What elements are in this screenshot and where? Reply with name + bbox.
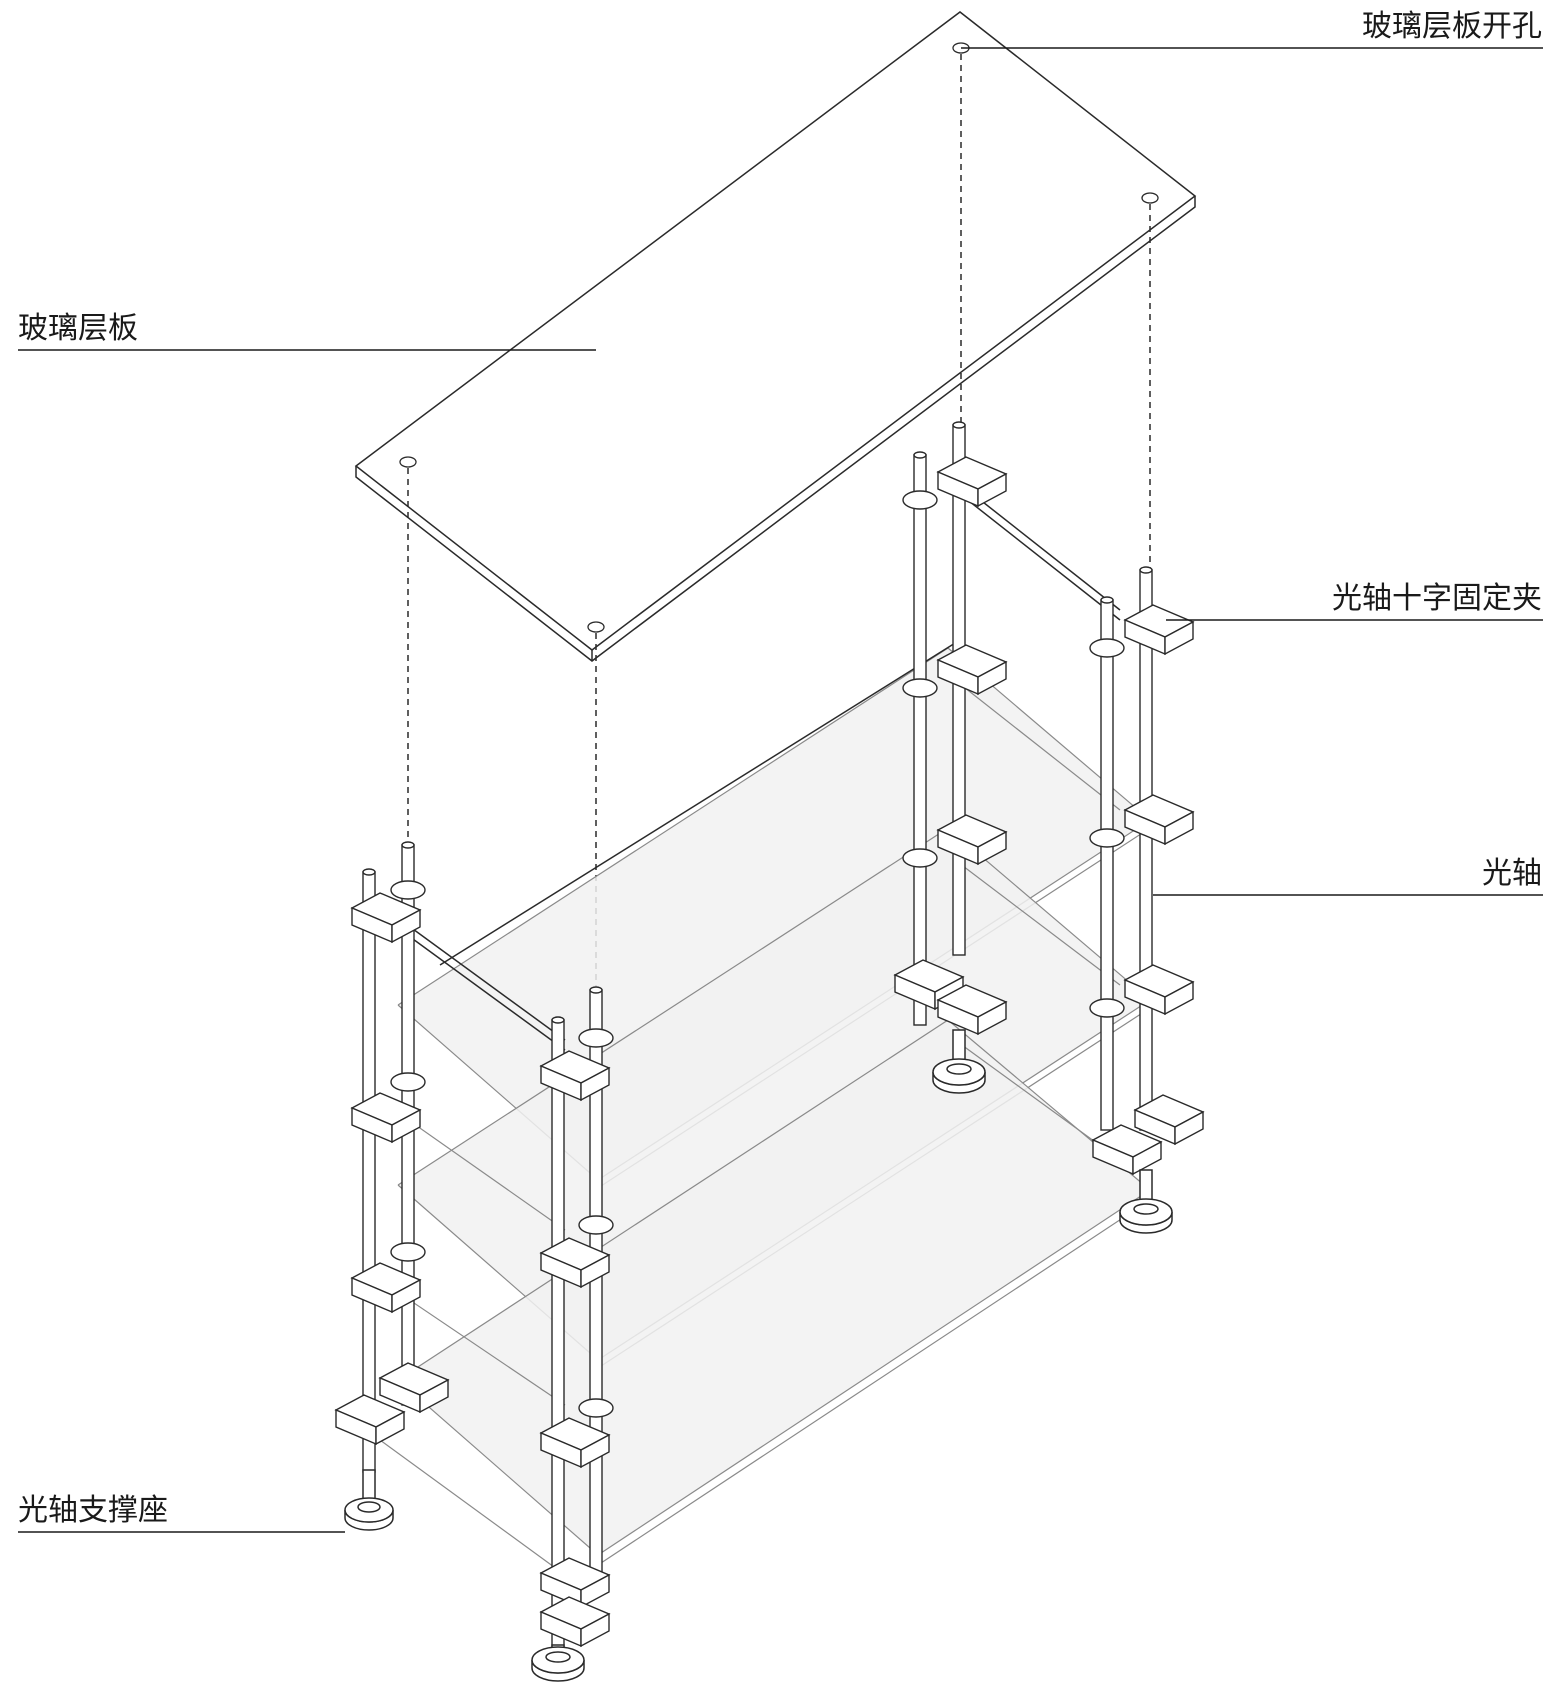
cross-clamp [334,1394,406,1446]
cross-clamp [936,814,1008,866]
shaft-collar [390,880,426,900]
callout-label-glass-holes: 玻璃层板开孔 [1362,9,1542,44]
glass-hole [587,621,605,633]
cross-clamp [539,1050,611,1102]
shaft [551,1019,565,1651]
glass-top-panel [354,11,1197,662]
support-base [531,1644,585,1682]
callout-optical-shaft: 光轴 [1153,856,1543,896]
shaft-collar [1089,828,1125,848]
glass-shelves [397,647,1152,1567]
callout-glass-shelf: 玻璃层板 [18,311,596,351]
cross-clamp [539,1417,611,1469]
cross-clamp [539,1596,611,1648]
cross-clamp [1123,604,1195,656]
shaft-collar [578,1215,614,1235]
shaft-collar [902,490,938,510]
shaft [913,454,927,1026]
shaft-collar [1089,998,1125,1018]
cross-clamp [350,1262,422,1314]
shaft-collar [902,678,938,698]
support-base [932,1029,986,1094]
shaft-collar [578,1398,614,1418]
support-base [344,1469,394,1531]
callout-label-support-base: 光轴支撑座 [18,1493,168,1528]
shaft [1100,599,1114,1131]
shaft [1139,569,1153,1131]
shaft-tops [362,421,1153,1024]
cross-clamp [893,959,965,1011]
cross-clamp [539,1237,611,1289]
glass-hole [1141,192,1159,204]
callout-glass-holes: 玻璃层板开孔 [961,9,1543,49]
cross-clamp [1123,794,1195,846]
shaft-collar [1089,638,1125,658]
callout-label-cross-clamp: 光轴十字固定夹 [1332,581,1542,616]
glass-hole [399,456,417,468]
cross-clamp [1091,1124,1163,1176]
shaft-collar [390,1242,426,1262]
cross-clamps [334,456,1205,1648]
cross-clamp [350,892,422,944]
shaft-collar [902,848,938,868]
cross-clamp [1123,964,1195,1016]
shaft-collar [578,1028,614,1048]
callout-cross-clamp: 光轴十字固定夹 [1166,581,1543,621]
cross-clamp [936,644,1008,696]
cross-clamp [936,456,1008,508]
shaft-support-bases [344,1029,1173,1682]
support-base [1119,1169,1173,1234]
cross-clamp [1133,1094,1205,1146]
callout-label-optical-shaft: 光轴 [1482,856,1542,891]
shaft-collar [390,1072,426,1092]
cross-clamp [350,1092,422,1144]
cross-clamp [378,1362,450,1414]
callout-support-base: 光轴支撑座 [18,1493,345,1533]
callout-label-glass-shelf: 玻璃层板 [18,311,138,346]
glass-holes [399,42,1159,633]
shaft [952,424,966,956]
cross-clamp [936,984,1008,1036]
shaft [362,871,376,1473]
